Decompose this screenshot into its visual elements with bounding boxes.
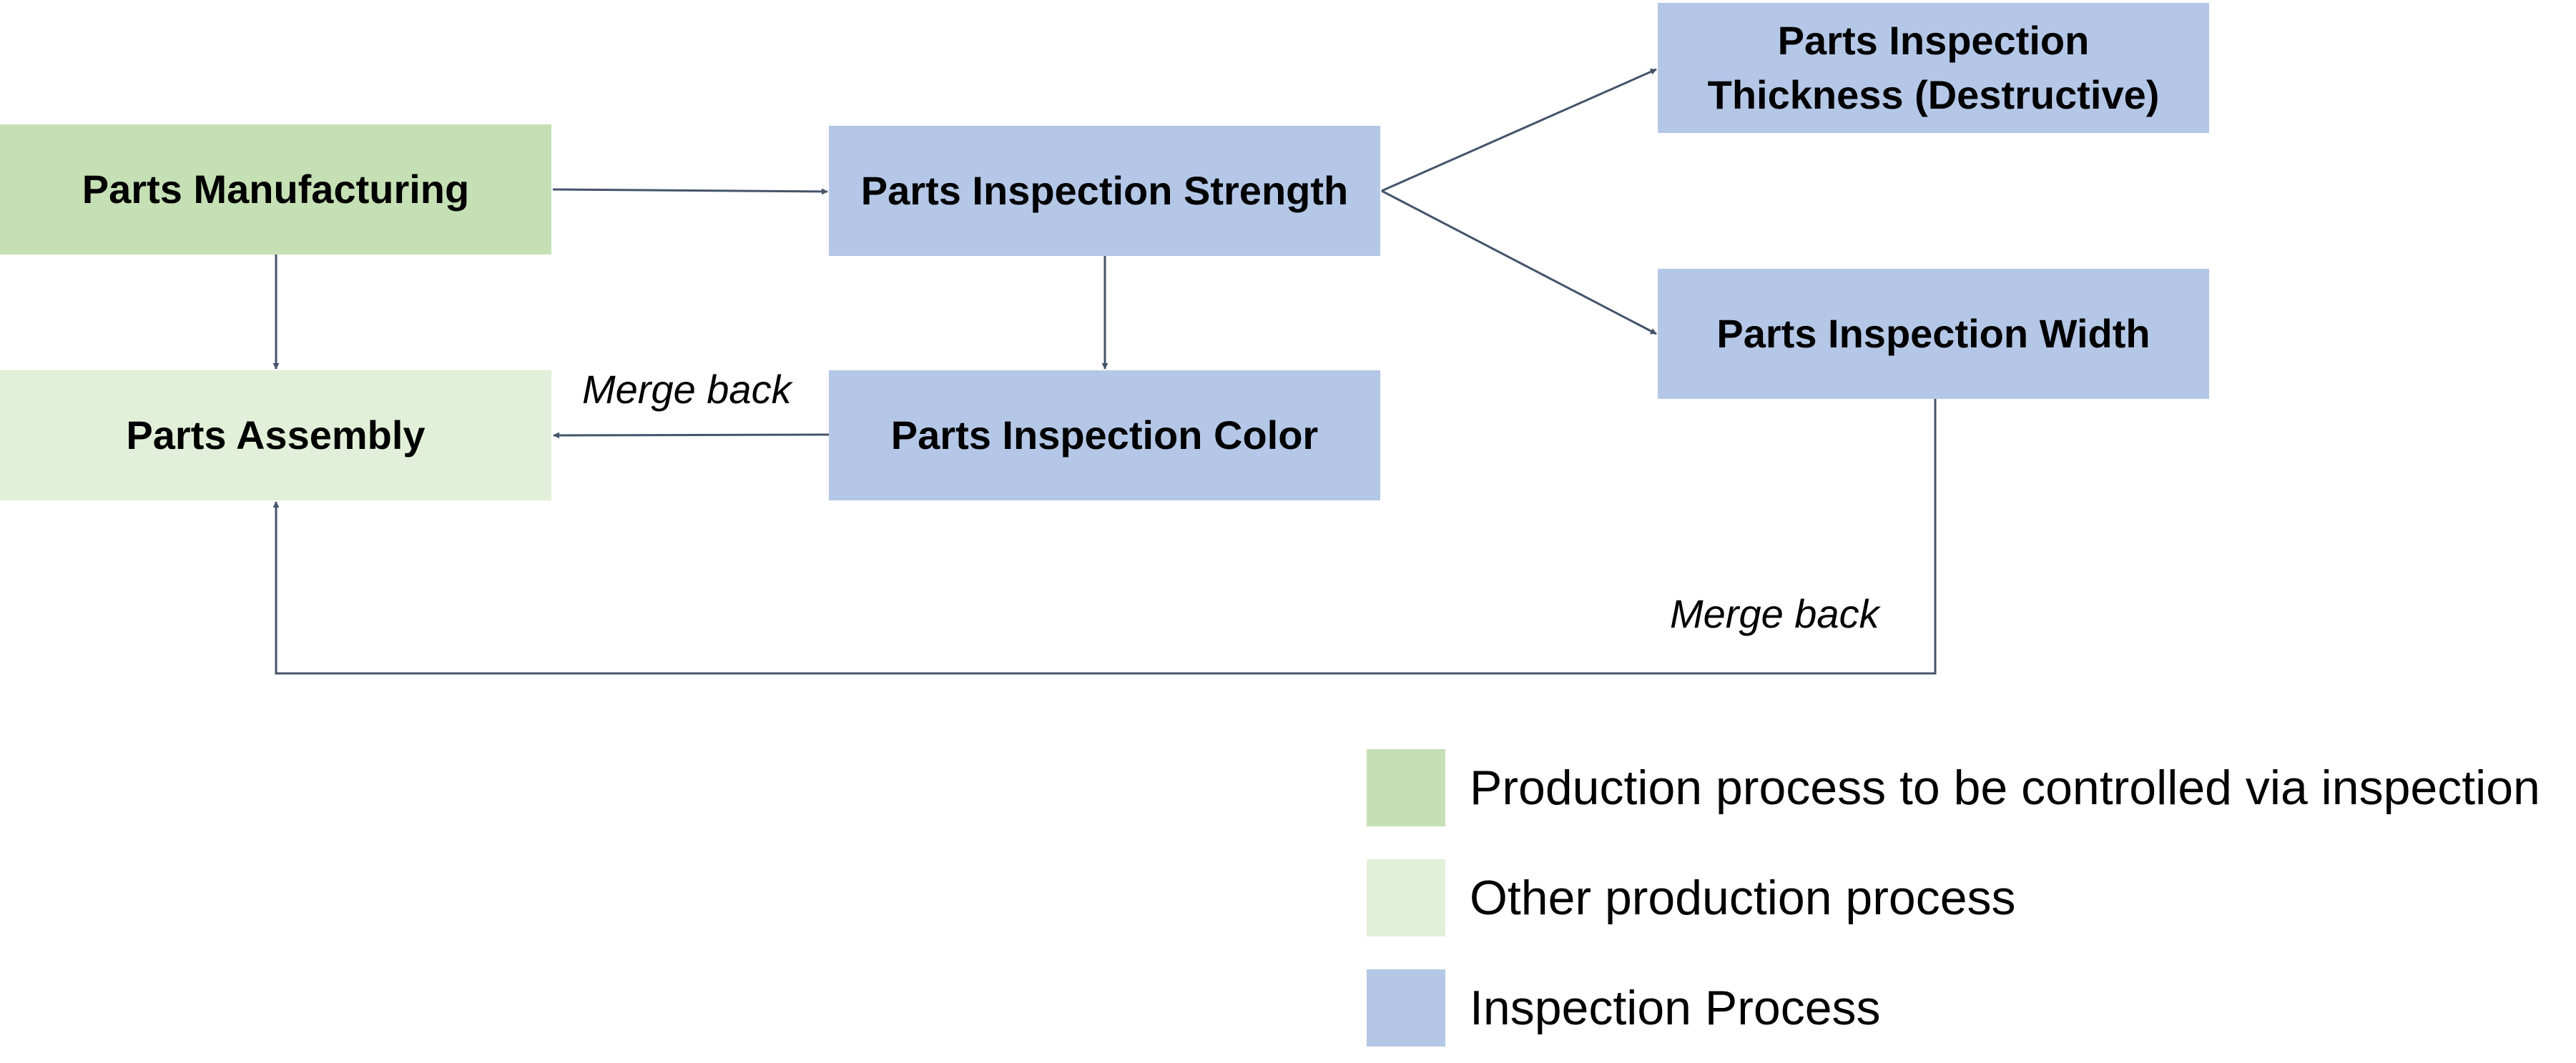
- node-parts-inspection-width-label: Parts Inspection Width: [1716, 311, 2150, 357]
- node-parts-inspection-color: Parts Inspection Color: [829, 370, 1380, 500]
- edge-manufacturing-to-strength: [552, 188, 828, 195]
- legend-swatch: [1367, 749, 1445, 826]
- node-parts-assembly: Parts Assembly: [0, 370, 551, 500]
- legend-label: Other production process: [1470, 871, 2016, 925]
- edge-label-merge-back-color: Merge back: [582, 367, 792, 412]
- legend-item-production-controlled: Production process to be controlled via …: [1367, 749, 2540, 826]
- edge-strength-to-thickness: [1381, 68, 1657, 192]
- node-parts-inspection-thickness: Parts Inspection Thickness (Destructive): [1658, 3, 2209, 133]
- node-parts-inspection-color-label: Parts Inspection Color: [890, 412, 1319, 458]
- node-parts-inspection-strength-label: Parts Inspection Strength: [860, 168, 1349, 214]
- legend-swatch: [1367, 859, 1445, 936]
- node-parts-inspection-width: Parts Inspection Width: [1658, 269, 2209, 399]
- legend-label: Inspection Process: [1470, 981, 1881, 1035]
- edge-strength-to-width: [1381, 189, 1657, 335]
- edge-width-to-assembly: [272, 399, 1937, 675]
- node-parts-manufacturing: Parts Manufacturing: [0, 124, 551, 254]
- node-parts-inspection-thickness-label: Parts Inspection Thickness (Destructive): [1707, 18, 2160, 117]
- legend-swatch: [1367, 969, 1445, 1047]
- node-parts-manufacturing-label: Parts Manufacturing: [82, 167, 470, 212]
- legend-item-inspection: Inspection Process: [1367, 969, 1881, 1047]
- node-parts-assembly-label: Parts Assembly: [126, 412, 426, 458]
- edge-label-merge-back-width: Merge back: [1670, 591, 1879, 636]
- legend-item-production-other: Other production process: [1367, 859, 2016, 936]
- node-parts-inspection-strength: Parts Inspection Strength: [829, 126, 1380, 256]
- legend-label: Production process to be controlled via …: [1470, 761, 2540, 815]
